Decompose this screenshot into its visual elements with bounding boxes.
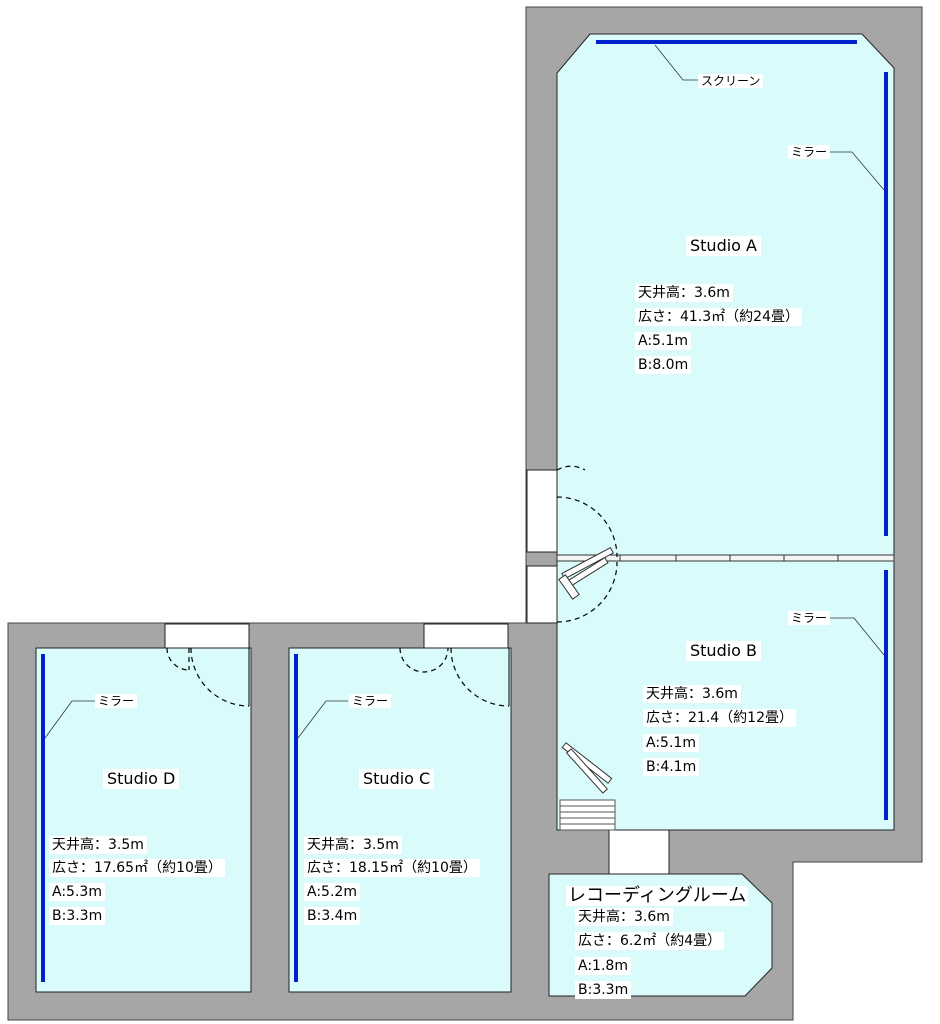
mirror-label-a: ミラー xyxy=(788,145,831,159)
studio-c-title: Studio C xyxy=(359,769,435,789)
opening-b-west xyxy=(526,565,558,624)
studio-c-ceiling: 天井高：3.5m xyxy=(304,836,402,854)
opening-a-west xyxy=(526,469,558,553)
door-frames xyxy=(248,648,510,706)
studio-b-area: 広さ：21.4（約12畳） xyxy=(643,709,796,727)
studio-a-dim-b: B:8.0m xyxy=(635,356,692,374)
studio-b-title: Studio B xyxy=(686,641,762,661)
mirrors xyxy=(41,72,888,982)
recording-ceiling: 天井高：3.6m xyxy=(575,908,673,926)
studio-b-dim-a: A:5.1m xyxy=(643,734,699,752)
studio-d-room xyxy=(35,647,252,993)
stairs xyxy=(559,799,616,831)
studio-a-area: 広さ：41.3㎡（約24畳） xyxy=(635,308,802,326)
mirror-label-d: ミラー xyxy=(95,694,138,708)
opening-recording xyxy=(608,829,670,875)
studio-d-dim-a: A:5.3m xyxy=(49,883,105,901)
studio-d-area: 広さ：17.65㎡（約10畳） xyxy=(49,859,225,877)
studio-d-title: Studio D xyxy=(103,769,180,789)
studio-d-dim-b: B:3.3m xyxy=(49,907,106,925)
mirror-label-c: ミラー xyxy=(349,694,392,708)
studio-b-dim-b: B:4.1m xyxy=(643,758,700,776)
leader-lines xyxy=(44,44,885,739)
studio-a-dim-a: A:5.1m xyxy=(635,332,691,350)
studio-c-dim-a: A:5.2m xyxy=(304,883,360,901)
studio-a-title: Studio A xyxy=(686,236,761,256)
studio-b-ceiling: 天井高：3.6m xyxy=(643,685,741,703)
studio-c-dim-b: B:3.4m xyxy=(304,907,361,925)
screen-label: スクリーン xyxy=(698,74,764,88)
mirror-label-b: ミラー xyxy=(788,611,831,625)
studio-c-room xyxy=(288,647,512,993)
stored-panels xyxy=(558,546,614,794)
opening-c-north xyxy=(423,623,509,649)
partition-wall xyxy=(556,554,895,562)
recording-dim-a: A:1.8m xyxy=(575,957,631,975)
recording-title: レコーディングルーム xyxy=(566,885,749,906)
studio-d-ceiling: 天井高：3.5m xyxy=(49,836,147,854)
recording-dim-b: B:3.3m xyxy=(575,981,632,999)
recording-area: 広さ：6.2㎡（約4畳） xyxy=(575,932,725,950)
door-swings xyxy=(166,465,618,707)
opening-d-north xyxy=(164,623,250,649)
studio-a-ceiling: 天井高：3.6m xyxy=(635,284,733,302)
studio-c-area: 広さ：18.15㎡（約10畳） xyxy=(304,859,480,877)
